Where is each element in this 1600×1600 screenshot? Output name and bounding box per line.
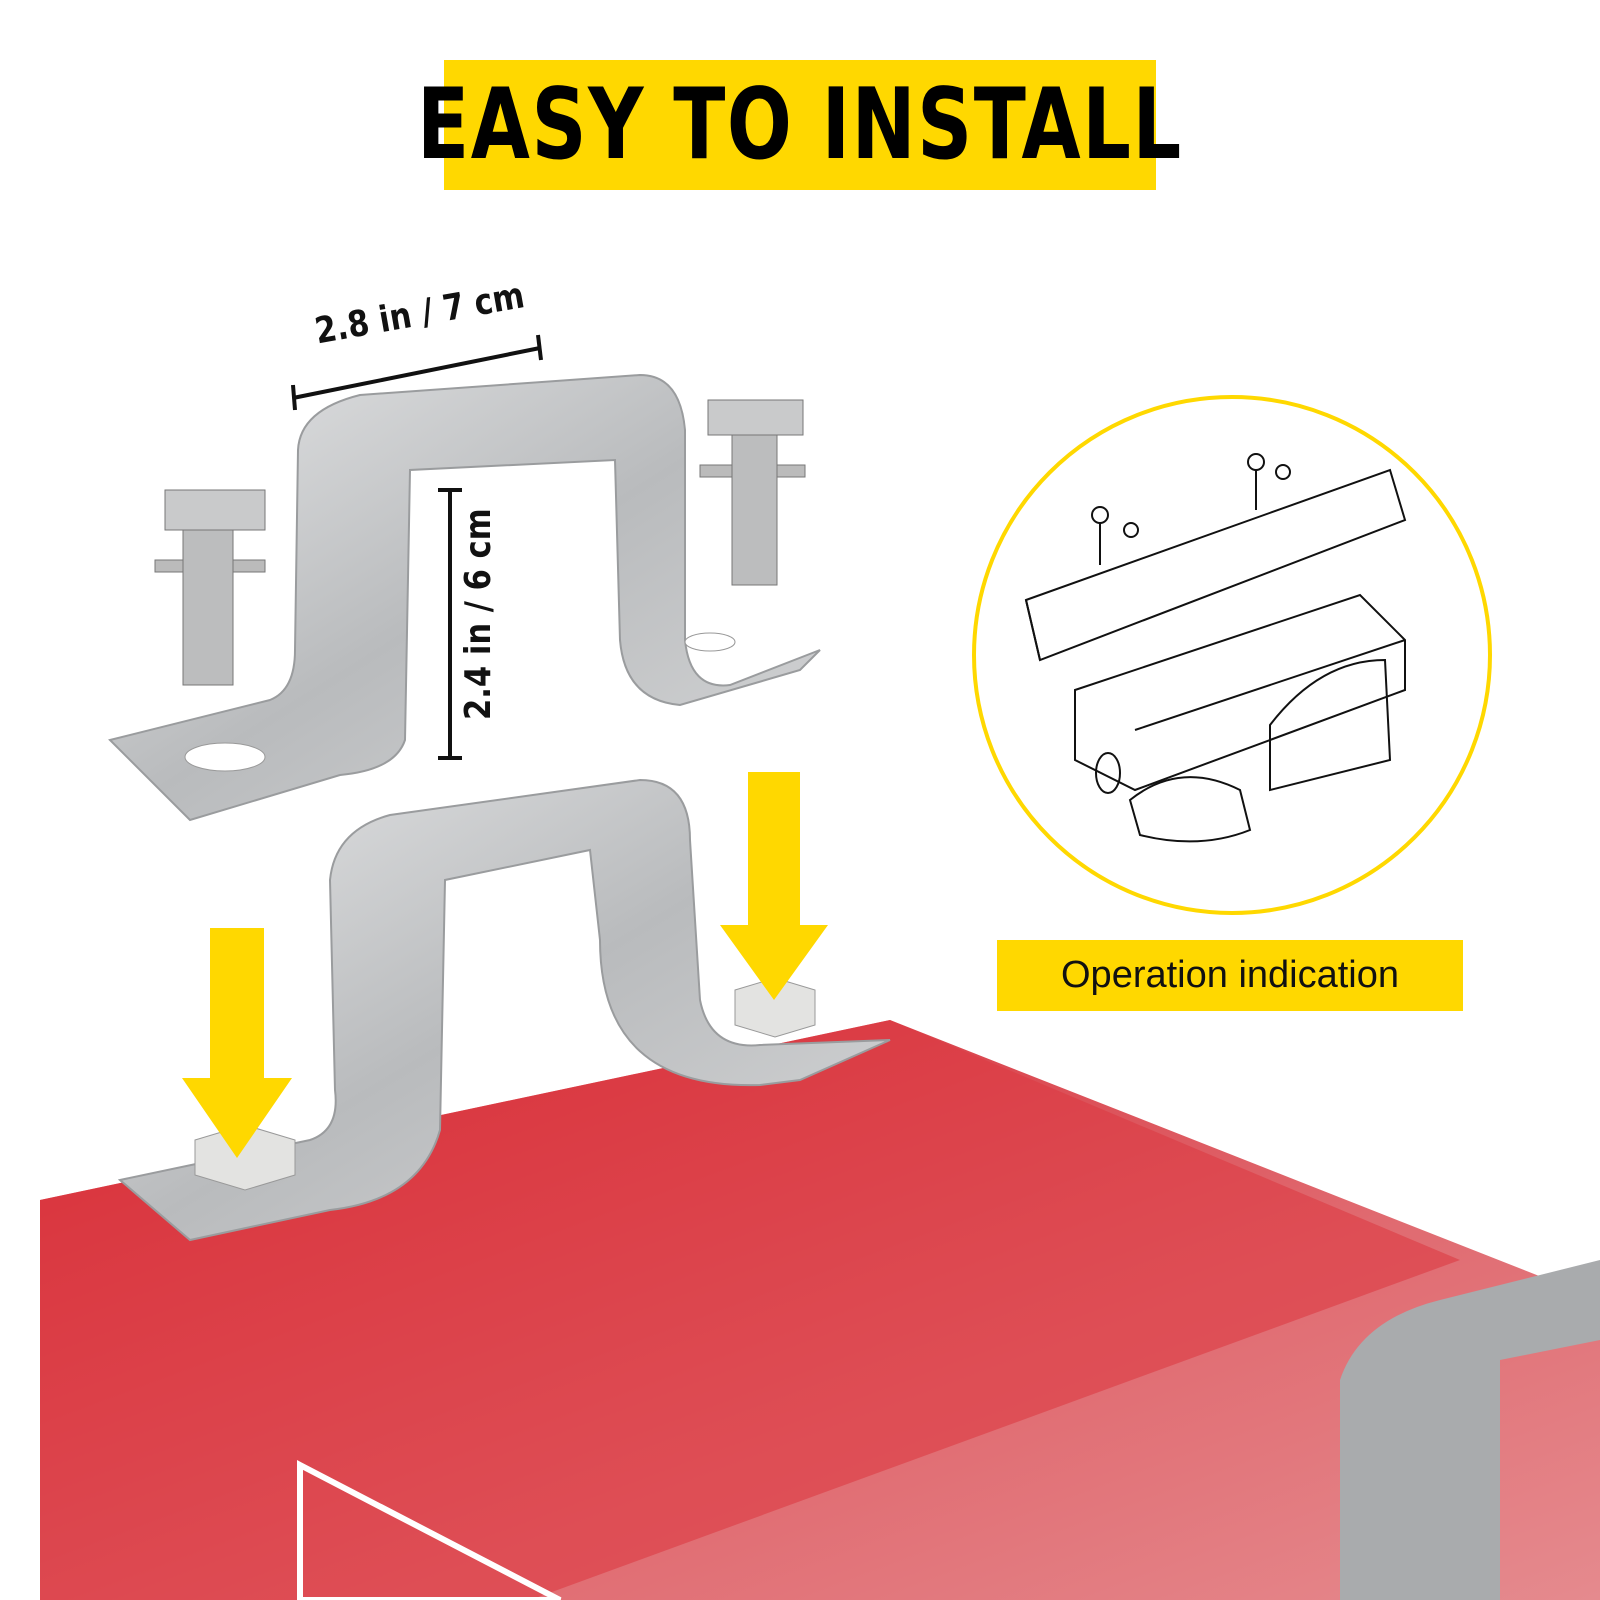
loose-bracket [108, 373, 821, 822]
hoist-body [40, 1020, 1600, 1600]
loose-bolt [699, 399, 806, 586]
loose-bolt [154, 489, 266, 686]
operation-caption: Operation indication [1061, 954, 1399, 996]
height-dimension-label: 2.4 in / 6 cm [458, 508, 499, 720]
down-arrow-icon [720, 772, 828, 1000]
title-banner: EASY TO INSTALL [417, 60, 1181, 190]
down-arrow-icon [182, 928, 292, 1158]
operation-diagram [972, 395, 1492, 915]
mounted-bracket [117, 778, 891, 1242]
dimension-lines [291, 334, 543, 760]
operation-caption-box: Operation indication [997, 940, 1463, 1011]
right-bracket [1340, 1260, 1600, 1600]
warning-label [297, 1460, 562, 1600]
arrows [182, 772, 828, 1158]
page-title: EASY TO INSTALL [417, 68, 1183, 182]
